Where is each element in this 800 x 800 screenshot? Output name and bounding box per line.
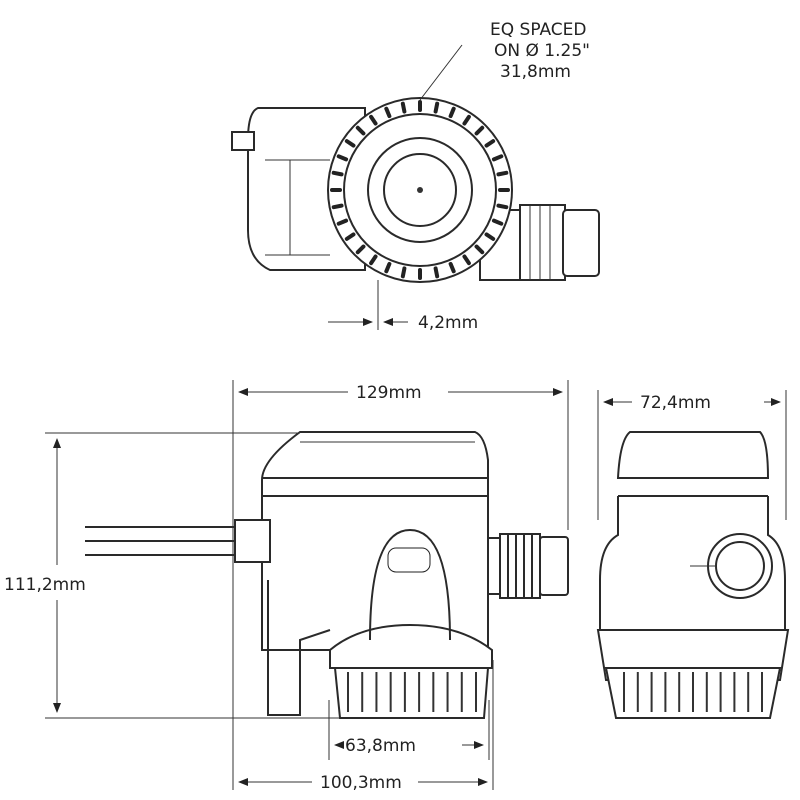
strainer-slot xyxy=(336,218,349,226)
strainer-slot xyxy=(400,101,407,114)
strainer-slot xyxy=(496,203,509,210)
strainer-slot xyxy=(400,266,407,279)
height-dimension: 111,2mm xyxy=(4,575,86,595)
strainer-slot xyxy=(484,139,496,148)
strainer-slot xyxy=(384,106,392,119)
strainer-slot xyxy=(491,154,504,162)
outlet-threads xyxy=(507,534,533,598)
top-view: EQ SPACED ON Ø 1.25" 31,8mm 4,2mm xyxy=(231,20,600,333)
width-dimension: 72,4mm xyxy=(640,393,711,413)
strainer-slot xyxy=(484,232,496,241)
end-view: 72,4mm xyxy=(596,390,790,719)
eq-spaced-note: EQ SPACED xyxy=(490,20,587,40)
strainer-slot xyxy=(462,114,471,126)
strainer-slot xyxy=(474,244,485,255)
strainer-slot xyxy=(336,154,349,162)
strainer-slot xyxy=(448,106,456,119)
strainer-slot xyxy=(448,261,456,274)
base-dimension: 63,8mm xyxy=(345,736,416,756)
body-dimension: 100,3mm xyxy=(320,773,402,793)
strainer-slot xyxy=(331,170,344,177)
length-dimension: 129mm xyxy=(356,383,422,403)
strainer-slot xyxy=(355,125,366,136)
strainer-slot xyxy=(491,218,504,226)
diameter-mm-note: 31,8mm xyxy=(500,62,571,82)
wire-leads xyxy=(85,519,271,563)
side-view: 129mm 111,2mm 63,8mm 100,3mm xyxy=(4,380,569,793)
strainer-slot xyxy=(369,254,378,266)
strainer-slot xyxy=(474,125,485,136)
offset-dimension: 4,2mm xyxy=(418,313,478,333)
strainer-slot xyxy=(384,261,392,274)
strainer-slot xyxy=(344,139,356,148)
diameter-note: ON Ø 1.25" xyxy=(494,41,590,61)
strainer-slot xyxy=(331,203,344,210)
strainer-slot xyxy=(433,101,440,114)
strainer-slot xyxy=(462,254,471,266)
strainer-slot xyxy=(344,232,356,241)
strainer-slot xyxy=(433,266,440,279)
strainer-slot xyxy=(369,114,378,126)
strainer-slot xyxy=(496,170,509,177)
thread-lines xyxy=(529,205,551,280)
strainer-slot xyxy=(355,244,366,255)
